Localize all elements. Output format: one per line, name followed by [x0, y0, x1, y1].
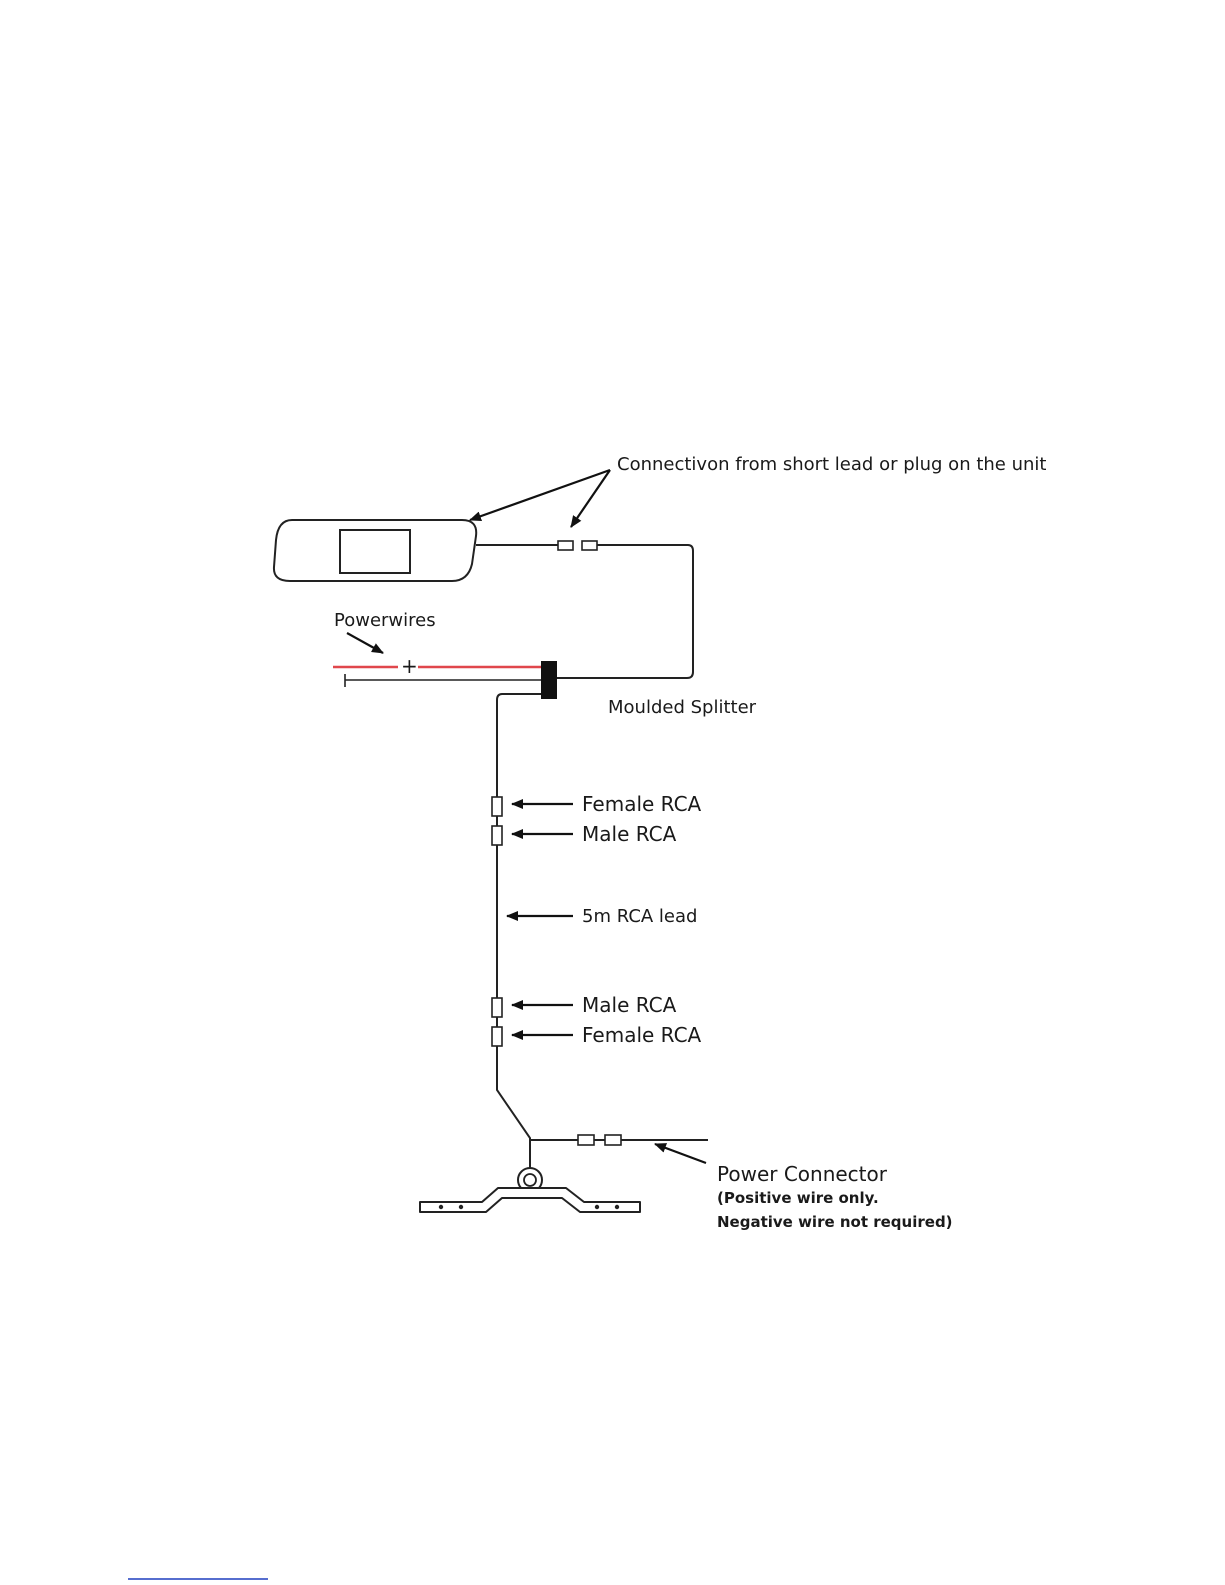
- rca-lead-wire: [497, 694, 541, 1168]
- connection-arrow-plug: [571, 470, 610, 527]
- male-rca-top-label: Male RCA: [582, 822, 677, 846]
- female-rca-bottom-plug: [492, 1027, 502, 1046]
- female-rca-bottom-label: Female RCA: [582, 1023, 702, 1047]
- power-plug-left: [578, 1135, 594, 1145]
- mirror-monitor-icon: [274, 520, 476, 581]
- male-rca-bottom-plug: [492, 998, 502, 1017]
- power-note-line-2: Negative wire not required): [717, 1213, 953, 1231]
- plus-sign: +: [401, 654, 418, 678]
- female-rca-top-label: Female RCA: [582, 792, 702, 816]
- male-rca-top-plug: [492, 826, 502, 845]
- moulded-splitter-label: Moulded Splitter: [608, 697, 757, 718]
- connection-label: Connectivon from short lead or plug on t…: [617, 454, 1046, 475]
- power-plug-right: [605, 1135, 621, 1145]
- female-rca-top-plug: [492, 797, 502, 816]
- monitor-to-splitter-wire: [556, 545, 693, 678]
- monitor-plug-right: [582, 541, 597, 550]
- monitor-screen: [340, 530, 410, 573]
- powerwires-label: Powerwires: [334, 610, 436, 631]
- power-note-line-1: (Positive wire only.: [717, 1189, 879, 1207]
- moulded-splitter-icon: [541, 661, 557, 699]
- number-plate-camera-icon: [420, 1168, 640, 1212]
- connection-arrow-monitor: [470, 470, 610, 520]
- monitor-plug-left: [558, 541, 573, 550]
- power-connector-arrow: [655, 1144, 706, 1163]
- power-connector-label: Power Connector: [717, 1162, 888, 1186]
- male-rca-bottom-label: Male RCA: [582, 993, 677, 1017]
- powerwires-arrow: [347, 633, 383, 653]
- rca-lead-label: 5m RCA lead: [582, 906, 697, 927]
